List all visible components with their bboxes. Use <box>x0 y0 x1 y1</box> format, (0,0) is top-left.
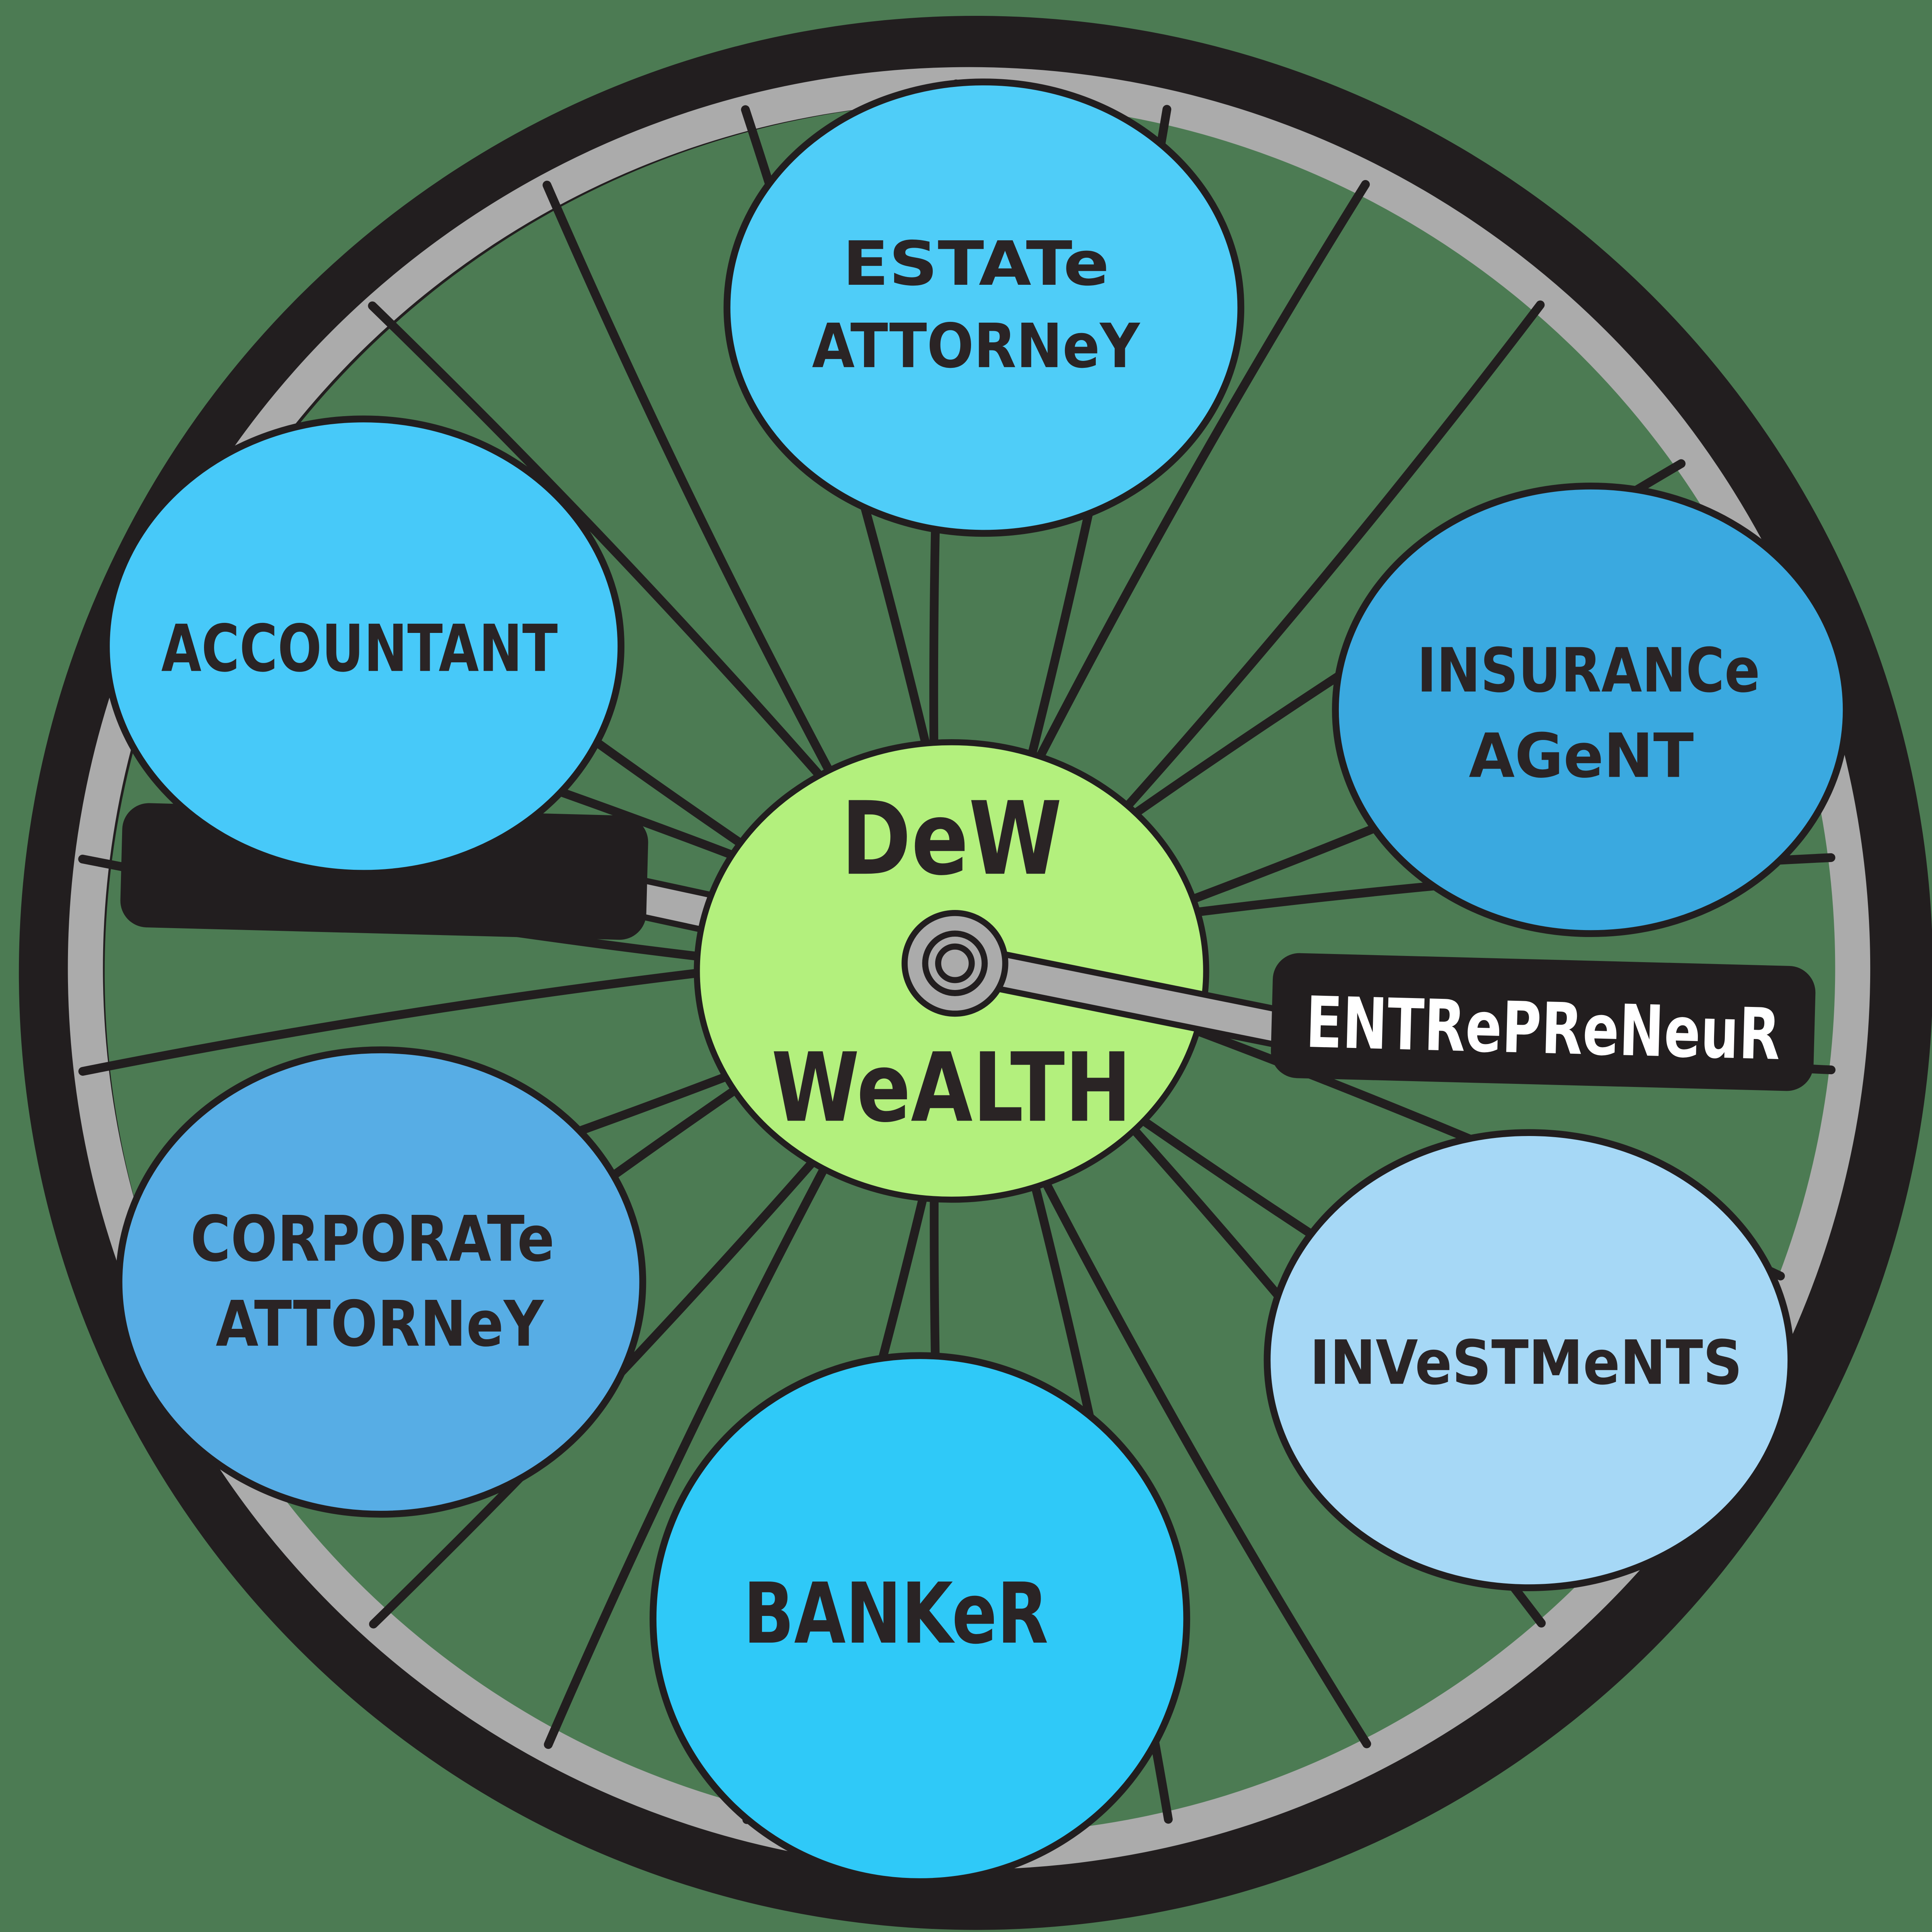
entrepreneur-pedal-label: ENTRePReNeuR <box>1305 982 1781 1076</box>
node-accountant: ACCOUNTANT <box>103 415 625 877</box>
node-corporate-attorney-label-line1: CORPORATe <box>190 1203 554 1276</box>
node-insurance-agent-circle <box>1332 483 1850 937</box>
hub-label-line1: DeW <box>841 780 1062 898</box>
node-insurance-agent-label-line1: INSURANCe <box>1417 635 1760 706</box>
node-insurance-agent-label-line2: AGeNT <box>1469 721 1694 792</box>
node-insurance-agent: INSURANCe AGeNT <box>1332 483 1850 937</box>
node-banker: BANKeR <box>650 1352 1190 1885</box>
node-banker-label: BANKeR <box>743 1565 1048 1663</box>
node-accountant-circle <box>103 415 625 877</box>
node-accountant-label: ACCOUNTANT <box>161 611 558 686</box>
node-estate-attorney-circle <box>723 78 1245 537</box>
node-estate-attorney: ESTATe ATTORNeY <box>723 78 1245 537</box>
hub-axle-inner <box>935 943 975 983</box>
wheel-tire <box>19 16 1932 1930</box>
hub-label-line2: WeALTH <box>771 1033 1131 1144</box>
entrepreneur-pedal-body <box>1271 953 1816 1091</box>
node-banker-circle <box>650 1352 1190 1885</box>
node-corporate-attorney-label-line2: ATTORNeY <box>216 1288 544 1361</box>
node-corporate-attorney-circle <box>115 1046 646 1518</box>
node-corporate-attorney: CORPORATe ATTORNeY <box>115 1046 646 1518</box>
node-investments: INVeSTMeNTS <box>1264 1129 1794 1591</box>
node-estate-attorney-label-line1: ESTATe <box>842 228 1109 299</box>
node-estate-attorney-label-line2: ATTORNeY <box>812 311 1140 382</box>
node-investments-circle <box>1264 1129 1794 1591</box>
entrepreneur-pedal: ENTRePReNeuR <box>1271 953 1816 1091</box>
hub-axle <box>901 910 1009 1017</box>
node-investments-label: INVeSTMeNTS <box>1310 1327 1742 1398</box>
